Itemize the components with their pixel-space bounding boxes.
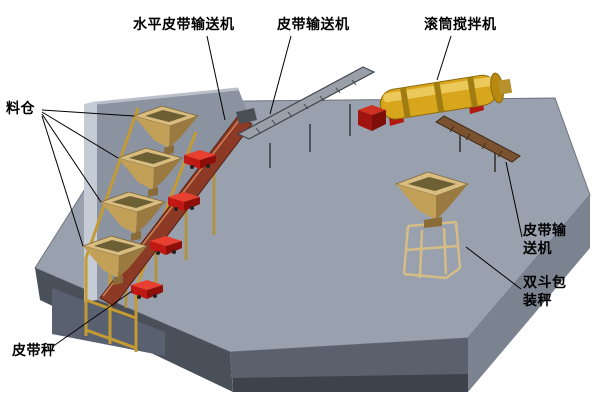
packing-scale <box>394 171 470 280</box>
right-belt-conveyor <box>435 115 521 172</box>
feeder-cart-1 <box>184 150 216 169</box>
packing-scale-stand <box>402 220 462 280</box>
leader-lines <box>41 35 523 348</box>
leader-silo-4 <box>41 115 84 247</box>
leader-silo-2 <box>41 111 119 159</box>
leader-drum-mixer <box>436 35 452 81</box>
leader-silo-1 <box>41 109 135 117</box>
label-silos: 料仓 <box>6 101 35 117</box>
silo-hopper-4 <box>81 235 149 285</box>
silo-hopper-3 <box>99 191 167 241</box>
incline-belt-conveyor <box>236 66 376 168</box>
label-incline-belt-conveyor: 皮带输送机 <box>277 17 350 33</box>
leader-silo-3 <box>41 113 102 203</box>
leader-belt-scale <box>51 290 133 348</box>
drum-mixer <box>358 72 513 131</box>
label-horizontal-belt-conveyor: 水平皮带输送机 <box>133 17 235 33</box>
platform-right-face <box>468 195 590 392</box>
leader-incline-conveyor <box>269 35 292 115</box>
leader-right-conveyor <box>505 161 523 238</box>
silo-hopper-1 <box>132 105 200 155</box>
label-double-hopper-packing-scale: 双斗包 装秤 <box>523 275 567 310</box>
leader-horizontal-conveyor <box>206 35 226 121</box>
feeder-carts <box>131 150 216 299</box>
label-right-belt-conveyor: 皮带输 送机 <box>523 223 567 258</box>
conveyor-head-pulley <box>236 108 257 124</box>
silo-hoppers <box>81 105 200 285</box>
label-drum-mixer: 滚筒搅拌机 <box>424 17 497 33</box>
feeder-cart-4 <box>131 280 163 299</box>
feeder-cart-3 <box>150 236 182 255</box>
feeder-cart-2 <box>168 192 200 211</box>
drum-drive-motor <box>498 78 513 95</box>
leader-packing-scale <box>465 246 522 290</box>
label-belt-scale: 皮带秤 <box>12 343 56 359</box>
silo-hopper-2 <box>116 147 184 197</box>
red-electric-box <box>358 105 386 131</box>
